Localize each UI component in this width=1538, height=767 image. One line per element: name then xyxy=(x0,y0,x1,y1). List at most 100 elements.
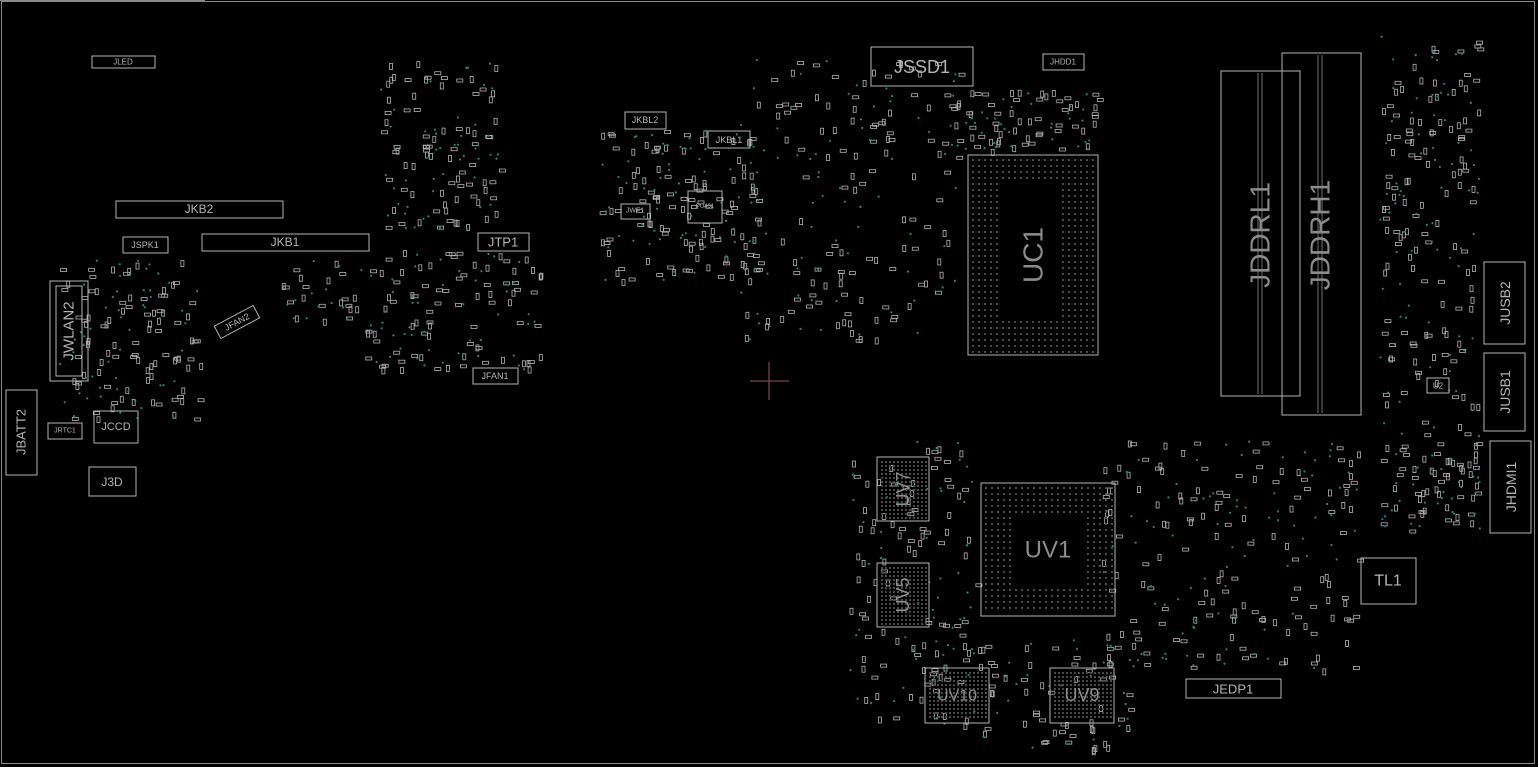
connector-jtp1[interactable] xyxy=(477,232,530,252)
small-component xyxy=(1075,101,1079,109)
connector-jssd1[interactable] xyxy=(870,46,974,87)
small-component xyxy=(1128,707,1136,712)
chip-uv10[interactable] xyxy=(924,667,990,724)
small-component xyxy=(963,552,968,560)
test-point xyxy=(427,348,431,351)
connector-jwlan2[interactable] xyxy=(49,280,89,382)
small-component xyxy=(607,249,611,257)
small-component xyxy=(1357,451,1361,459)
connector-jkbl1[interactable] xyxy=(707,130,751,149)
connector-jfan2[interactable] xyxy=(213,304,261,340)
test-point xyxy=(370,274,373,277)
test-point xyxy=(1404,316,1407,319)
small-component xyxy=(1210,598,1215,606)
chip-uv9[interactable] xyxy=(1049,667,1115,724)
small-component xyxy=(1292,557,1299,562)
connector-jkb1[interactable] xyxy=(201,233,370,252)
small-component xyxy=(956,102,961,110)
small-component xyxy=(1072,124,1079,129)
test-point xyxy=(819,328,823,331)
small-component xyxy=(412,92,417,100)
small-component xyxy=(1012,145,1017,153)
test-point xyxy=(148,263,151,266)
ic-pu401[interactable] xyxy=(687,190,723,224)
small-component xyxy=(88,267,95,272)
small-component xyxy=(870,139,878,144)
connector-jusb2[interactable] xyxy=(1483,261,1526,345)
connector-jbatt2[interactable] xyxy=(5,389,38,476)
small-component xyxy=(850,117,855,125)
small-component xyxy=(462,353,467,361)
connector-jspk1[interactable] xyxy=(122,236,169,254)
small-component xyxy=(1399,448,1407,453)
connector-j3d[interactable] xyxy=(88,466,137,497)
small-component xyxy=(839,148,847,153)
test-point xyxy=(1061,147,1064,150)
chip-uv1[interactable] xyxy=(980,482,1116,617)
small-component xyxy=(968,111,973,118)
small-component xyxy=(1102,495,1110,500)
small-component xyxy=(1471,185,1476,193)
small-component xyxy=(841,185,849,190)
test-point xyxy=(880,530,883,534)
small-component xyxy=(448,252,456,257)
connector-jccd[interactable] xyxy=(93,410,139,444)
small-component xyxy=(1402,198,1407,206)
test-point xyxy=(392,187,395,190)
small-component xyxy=(644,141,649,149)
small-component xyxy=(1206,613,1214,618)
connector-jkb2[interactable] xyxy=(115,200,284,219)
small-component xyxy=(1069,734,1077,738)
chip-tl1[interactable] xyxy=(1360,557,1417,605)
small-component xyxy=(1040,682,1045,690)
connector-jrtc1[interactable] xyxy=(47,422,83,440)
ic-u2[interactable] xyxy=(1426,377,1450,394)
test-point xyxy=(140,407,143,410)
connector-jhdd1[interactable] xyxy=(1042,53,1085,71)
small-component xyxy=(110,405,115,413)
connector-jddrl1[interactable] xyxy=(1220,70,1301,397)
test-point xyxy=(1392,87,1395,90)
test-point xyxy=(456,143,459,146)
small-component xyxy=(1231,576,1239,581)
connector-jddrh1[interactable] xyxy=(1281,52,1362,416)
connector-jusb1[interactable] xyxy=(1483,352,1526,432)
chip-uv5[interactable] xyxy=(876,562,930,628)
small-component xyxy=(1181,449,1186,457)
small-component xyxy=(731,176,736,184)
small-component xyxy=(882,305,890,310)
connector-jhdmi1[interactable] xyxy=(1489,440,1532,534)
small-component xyxy=(86,314,91,322)
small-component xyxy=(839,249,844,257)
test-point xyxy=(518,260,521,264)
test-point xyxy=(386,214,389,217)
test-point xyxy=(1193,626,1196,630)
connector-jfan1[interactable] xyxy=(472,367,519,385)
small-component xyxy=(1422,420,1429,425)
small-component xyxy=(880,663,887,668)
test-point xyxy=(641,223,644,226)
chip-uc1[interactable] xyxy=(967,154,1099,356)
test-point xyxy=(107,360,110,363)
small-component xyxy=(1219,570,1224,578)
small-component xyxy=(162,353,170,358)
connector-jled[interactable] xyxy=(91,55,156,69)
label-jspk1: JSPK1 xyxy=(131,240,159,250)
small-component xyxy=(146,377,150,384)
connector-jkbl2[interactable] xyxy=(624,111,667,130)
test-point xyxy=(1455,390,1458,393)
connector-jwf1[interactable] xyxy=(620,203,651,220)
small-component xyxy=(1262,441,1270,446)
test-point xyxy=(1420,152,1423,155)
test-point xyxy=(99,386,102,389)
connector-jedp1[interactable] xyxy=(1185,678,1282,699)
test-point xyxy=(667,168,671,171)
label-u2: U2 xyxy=(1433,382,1444,391)
small-component xyxy=(919,527,927,531)
small-component xyxy=(1389,355,1393,363)
small-component xyxy=(859,297,864,304)
test-point xyxy=(1442,490,1445,494)
small-component xyxy=(318,303,326,308)
chip-uv7[interactable] xyxy=(876,456,930,522)
